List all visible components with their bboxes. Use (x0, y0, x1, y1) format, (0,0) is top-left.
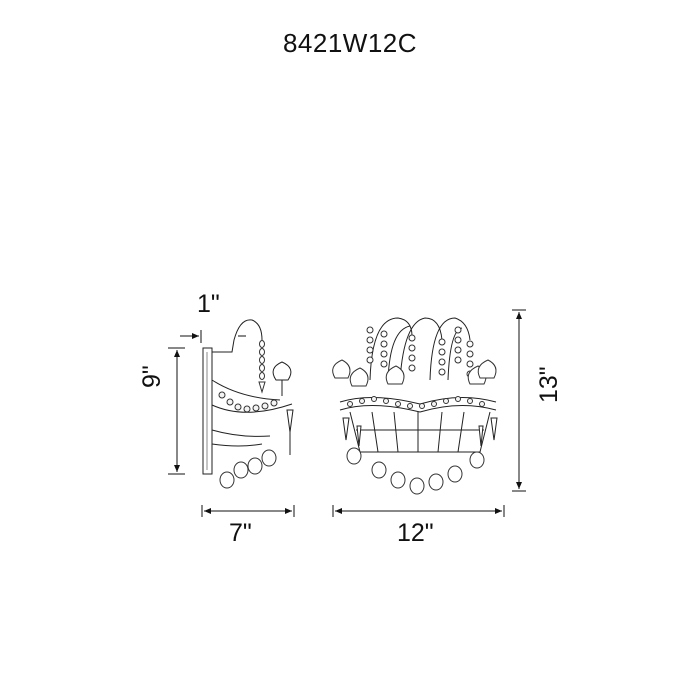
model-number: 8421W12C (282, 28, 418, 58)
dimension-line-side-height (168, 347, 185, 475)
dimension-line-side-depth (201, 505, 295, 517)
dimension-line-front-width (332, 505, 505, 517)
dimension-line-side-top (180, 330, 246, 343)
dimension-label-front-width: 12" (397, 519, 434, 547)
side-view-drawing (202, 319, 294, 489)
dimension-label-side-top: 1" (197, 290, 220, 318)
dimension-line-front-height (512, 309, 526, 492)
front-view-drawing (332, 317, 498, 495)
dimension-label-side-depth: 7" (229, 519, 252, 547)
